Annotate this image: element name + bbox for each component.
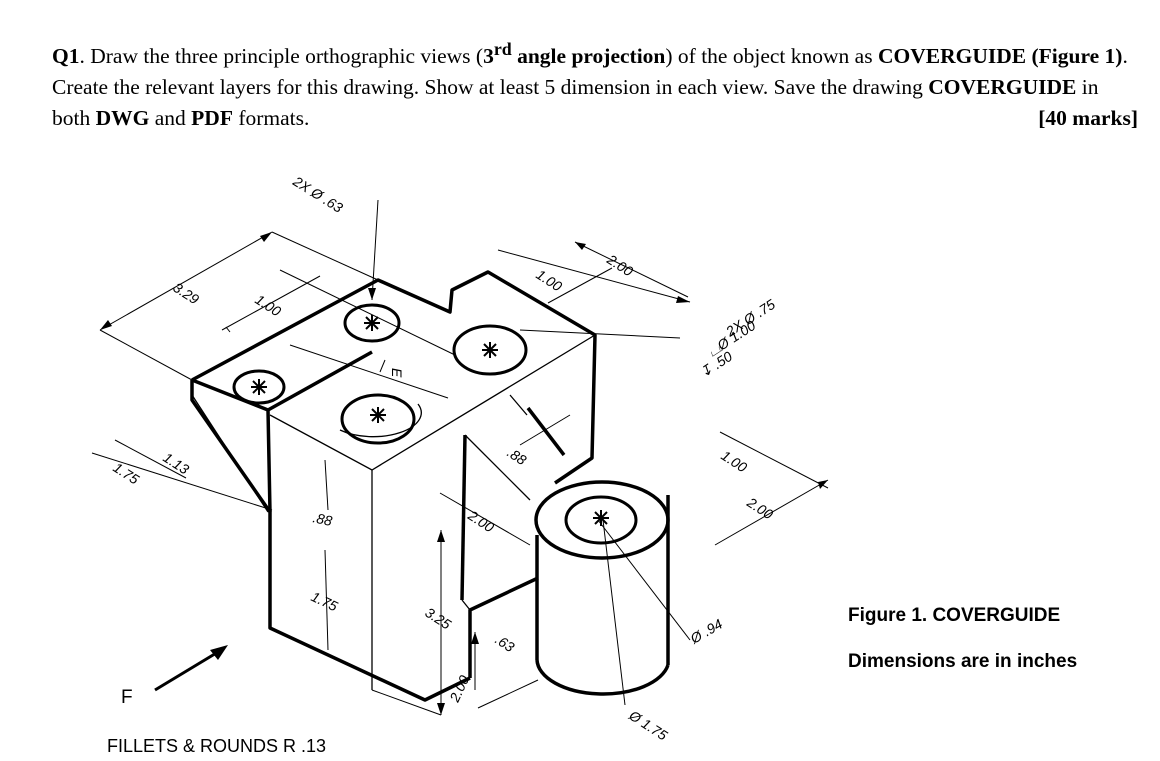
figure-reference: (Figure 1) bbox=[1031, 44, 1123, 69]
cbore-back bbox=[452, 324, 528, 376]
question-label: Q1 bbox=[52, 44, 80, 69]
cbore-front bbox=[340, 393, 416, 445]
hole-top-left bbox=[343, 303, 401, 343]
object-outline bbox=[190, 270, 670, 702]
boss-hole bbox=[564, 495, 638, 545]
ordinal-suffix: rd bbox=[493, 39, 512, 59]
dim-left-1-75: 1.75 bbox=[110, 459, 142, 487]
format-pdf: PDF bbox=[191, 106, 233, 131]
arrowheads bbox=[100, 232, 828, 715]
symbol-e: E bbox=[389, 368, 405, 378]
dim-front-1-75: 1.75 bbox=[309, 588, 341, 614]
dim-top-holes: 2X Ø .63 bbox=[290, 172, 346, 215]
view-direction-label: F bbox=[121, 687, 133, 708]
dim-boss-1-00: 1.00 bbox=[718, 447, 750, 475]
dim-upper-width: 2.00 bbox=[604, 251, 637, 280]
question-intro: . Draw the three principle orthographic … bbox=[79, 44, 484, 69]
dim-overall-depth: 3.29 bbox=[170, 279, 202, 307]
marks-label: [40 marks] bbox=[1038, 106, 1138, 131]
dim-front-88: .88 bbox=[311, 509, 334, 529]
dim-height-3-25: 3.25 bbox=[422, 604, 454, 632]
hole-left bbox=[232, 369, 286, 405]
dim-slot-88: .88 bbox=[504, 444, 529, 468]
object-name: COVERGUIDE bbox=[877, 44, 1027, 69]
dim-slot-2-00: 2.00 bbox=[465, 507, 498, 536]
dim-upper-offset: 1.00 bbox=[533, 266, 565, 294]
dim-slot-63: .63 bbox=[492, 631, 517, 655]
units-note: Dimensions are in inches bbox=[848, 651, 1078, 672]
format-dwg: DWG bbox=[95, 106, 150, 131]
question-text: Q1. Draw the three principle orthographi… bbox=[52, 34, 1138, 134]
projection-type: angle projection bbox=[511, 44, 666, 69]
figure-caption: Figure 1. COVERGUIDE bbox=[848, 605, 1061, 626]
isometric-drawing: 2X Ø .63 3.29 1.00 2.00 1.00 2X Ø .75 ⌴Ø… bbox=[91, 172, 829, 744]
question-text-5: formats. bbox=[232, 106, 310, 131]
question-body: . Create the relevant layers for this dr… bbox=[52, 44, 1128, 100]
drawing-name: COVERGUIDE bbox=[928, 75, 1077, 100]
view-arrow bbox=[154, 645, 228, 692]
holes bbox=[232, 303, 638, 545]
center-marks bbox=[251, 315, 609, 526]
thin-edges bbox=[191, 334, 596, 690]
question-text-3: in both bbox=[52, 75, 1099, 131]
dim-boss-inner: Ø .94 bbox=[687, 616, 726, 648]
dimension-lines bbox=[91, 199, 829, 716]
question-text-2: ) of the object known as bbox=[665, 44, 878, 69]
fillets-note: FILLETS & ROUNDS R .13 bbox=[107, 736, 327, 756]
ordinal-number: 3 bbox=[483, 44, 494, 69]
question-text-4: and bbox=[149, 106, 192, 131]
dim-boss-outer: Ø 1.75 bbox=[626, 707, 671, 744]
dim-hole-spacing: 1.00 bbox=[252, 291, 284, 319]
dim-boss-2-00: 2.00 bbox=[744, 494, 777, 523]
